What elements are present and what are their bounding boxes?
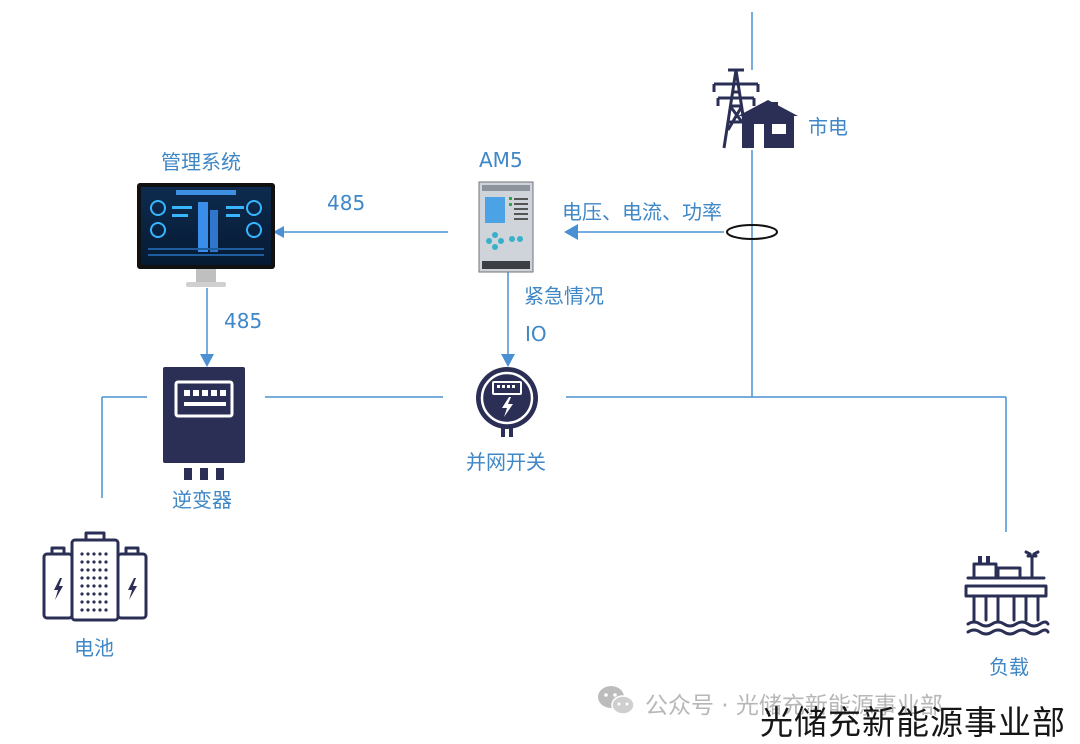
power-tower-icon [712, 68, 798, 149]
grid-label: 市电 [808, 115, 848, 139]
link-management-inverter-label: 485 [224, 309, 263, 333]
am5-management-arrowhead [273, 226, 284, 238]
current-transformer [726, 224, 778, 240]
link-am5-management-label: 485 [327, 191, 366, 215]
monitor-icon [137, 183, 275, 287]
am5-switch-arrowhead [501, 354, 515, 367]
brand-watermark: 光储充新能源事业部 [760, 703, 1066, 742]
management-label: 管理系统 [161, 150, 241, 174]
management-inverter-arrowhead [200, 354, 214, 367]
grid-switch-meter-icon [476, 367, 538, 437]
wechat-icon [598, 686, 635, 715]
am5-device-icon [478, 181, 534, 273]
link-emergency-label: 紧急情况 [524, 284, 604, 308]
inverter-label: 逆变器 [172, 488, 232, 512]
grid-switch-label: 并网开关 [466, 450, 546, 474]
am5-label: AM5 [479, 148, 523, 172]
link-io-label: IO [525, 322, 547, 346]
inverter-icon [163, 367, 245, 480]
battery-label: 电池 [74, 636, 114, 660]
measurement-arrowhead [564, 224, 578, 240]
battery-icon [42, 531, 148, 622]
load-platform-icon [964, 550, 1050, 636]
load-label: 负载 [989, 655, 1029, 679]
wechat-account-watermark: 公众号 · 光储充新能源事业部 [645, 693, 943, 719]
link-measurement-label: 电压、电流、功率 [562, 200, 722, 224]
